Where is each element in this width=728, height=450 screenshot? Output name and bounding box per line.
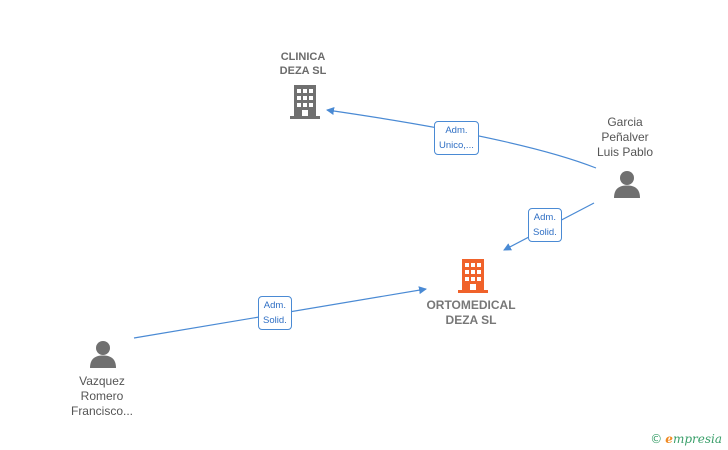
node-label-vazquez[interactable]: Vazquez Romero Francisco... — [70, 374, 133, 418]
node-label-ortomedical[interactable]: ORTOMEDICAL DEZA SL — [426, 298, 516, 327]
edge-label-vazquez-ortomedical[interactable]: Adm. Solid. — [258, 296, 292, 330]
person-icon-garcia[interactable] — [612, 169, 642, 199]
edge-garcia-clinica — [326, 107, 597, 169]
building-icon-ortomedical[interactable] — [457, 258, 489, 294]
brand-initial: e — [665, 432, 673, 446]
copyright-symbol: © — [650, 432, 663, 446]
node-label-garcia[interactable]: Garcia Peñalver Luis Pablo — [596, 115, 654, 159]
node-label-clinica[interactable]: CLINICA DEZA SL — [279, 51, 327, 77]
brand-name: mpresia — [672, 432, 722, 446]
edge-label-garcia-clinica[interactable]: Adm. Unico,... — [434, 121, 479, 155]
empresia-logo: ©empresia — [650, 432, 722, 446]
building-icon-clinica[interactable] — [289, 84, 321, 120]
person-icon-vazquez[interactable] — [88, 339, 118, 369]
edge-label-garcia-ortomedical[interactable]: Adm. Solid. — [528, 208, 562, 242]
